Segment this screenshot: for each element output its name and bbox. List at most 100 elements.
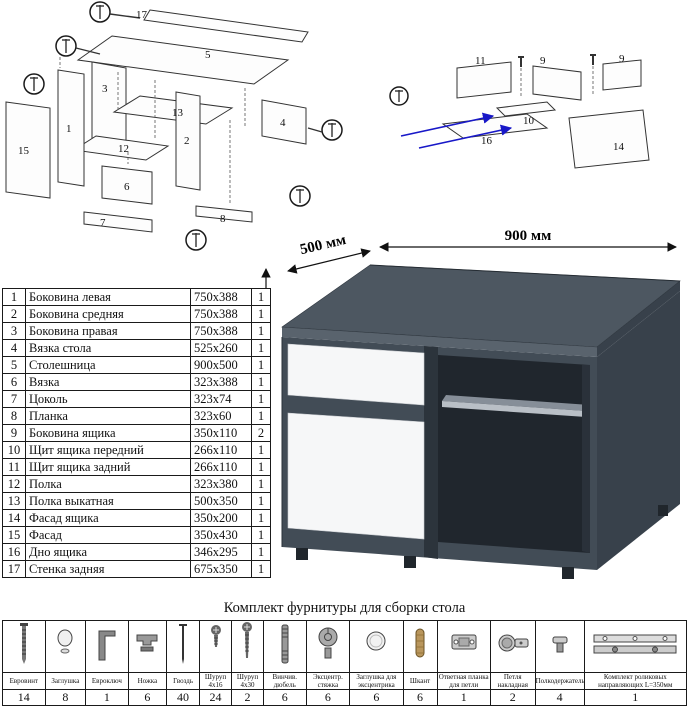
fastener-callout: [55, 35, 101, 57]
panel-drawer-side: [532, 65, 582, 101]
part-label: 13: [172, 107, 184, 119]
part-num: 3: [2, 322, 26, 340]
hinge-plate-icon: [436, 620, 491, 673]
screw-4x30-icon: [231, 620, 264, 673]
fastener-callout: [389, 86, 409, 106]
hardware-name: Ножка: [127, 671, 168, 691]
hardware-name: Заглушка для эксцентрика: [349, 671, 404, 691]
hardware-name: Петля накладная: [489, 671, 536, 691]
part-qty: 1: [251, 288, 271, 306]
desk-leg: [562, 567, 574, 579]
part-qty: 1: [251, 458, 271, 476]
part-label: 17: [136, 9, 148, 21]
fastener-callout: [185, 229, 207, 251]
part-label: 6: [124, 181, 130, 193]
part-name: Планка: [25, 407, 191, 425]
part-qty: 1: [251, 322, 271, 340]
part-size: 323x388: [190, 373, 252, 391]
part-qty: 1: [251, 560, 271, 578]
hardware-qty: 6: [262, 689, 307, 706]
panel-side-right: [91, 61, 127, 149]
hardware-qty: 1: [85, 689, 129, 706]
depth-dimension-arrow: [287, 248, 371, 274]
part-size: 350x200: [190, 509, 252, 527]
part-name: Полка выкатная: [25, 492, 191, 510]
part-qty: 1: [251, 356, 271, 374]
part-size: 500x350: [190, 492, 252, 510]
part-num: 10: [2, 441, 26, 459]
part-label: 8: [220, 213, 226, 225]
part-num: 9: [2, 424, 26, 442]
screw-icon: [518, 56, 524, 98]
hardware-name: Ответная планка для петли: [436, 671, 491, 691]
part-label: 16: [481, 135, 493, 147]
main-panels: [5, 9, 309, 233]
desktop-right-edge: [597, 281, 680, 357]
part-num: 2: [2, 305, 26, 323]
desk-leg: [404, 556, 416, 568]
part-name: Щит ящика передний: [25, 441, 191, 459]
nail-icon: [166, 620, 201, 673]
part-name: Фасад ящика: [25, 509, 191, 527]
assembly-direction-arrows: [400, 112, 513, 149]
hardware-name: Евроключ: [85, 671, 129, 691]
part-name: Стенка задняя: [25, 560, 191, 578]
desktop-back-edge: [369, 264, 681, 282]
part-size: 346x295: [190, 543, 252, 561]
hardware-qty: 4: [534, 689, 585, 706]
part-number-labels: 17 5 3 13 12 6 7 15 1 2 4 8: [18, 9, 286, 229]
part-name: Боковина средняя: [25, 305, 191, 323]
part-num: 8: [2, 407, 26, 425]
keyboard-tray-edge: [442, 401, 586, 417]
part-qty: 1: [251, 339, 271, 357]
hardware-name: Заглушка: [44, 671, 87, 691]
hardware-qty: 6: [402, 689, 438, 706]
panel-side-middle: [175, 91, 201, 191]
part-num: 5: [2, 356, 26, 374]
hardware-qty: 14: [2, 689, 46, 706]
part-qty: 1: [251, 526, 271, 544]
part-name: Дно ящика: [25, 543, 191, 561]
part-num: 12: [2, 475, 26, 493]
wood-dowel-icon: [402, 620, 438, 673]
hardware-qty: 24: [199, 689, 233, 706]
hardware-name: Эксцентр. стяжка: [305, 671, 351, 691]
hardware-name: Винчив. дюбель: [262, 671, 307, 691]
part-number-labels: 11 9 9 10 16 14: [475, 53, 625, 153]
hinge-icon: [489, 620, 536, 673]
part-size: 900x500: [190, 356, 252, 374]
part-name: Боковина ящика: [25, 424, 191, 442]
panel-drawer-back: [456, 61, 512, 99]
part-name: Цоколь: [25, 390, 191, 408]
panel-door-facade: [5, 101, 51, 199]
panel-drawer-front: [495, 101, 557, 117]
hardware-icon-row: [2, 620, 688, 673]
part-size: 323x380: [190, 475, 252, 493]
part-label: 9: [619, 53, 625, 65]
part-qty: 1: [251, 441, 271, 459]
part-size: 266x110: [190, 458, 252, 476]
shelf-support-icon: [534, 620, 585, 673]
part-name: Боковина левая: [25, 288, 191, 306]
drawer-facade: [287, 343, 425, 406]
panel-drawer-facade: [568, 109, 650, 169]
part-num: 15: [2, 526, 26, 544]
part-qty: 1: [251, 407, 271, 425]
panel-drawer-bottom: [441, 113, 549, 139]
part-size: 750x388: [190, 322, 252, 340]
desk-leg: [658, 505, 668, 516]
panel-plank: [195, 205, 253, 223]
panel-back-wall: [143, 9, 309, 43]
part-label: 5: [205, 49, 211, 61]
part-num: 6: [2, 373, 26, 391]
